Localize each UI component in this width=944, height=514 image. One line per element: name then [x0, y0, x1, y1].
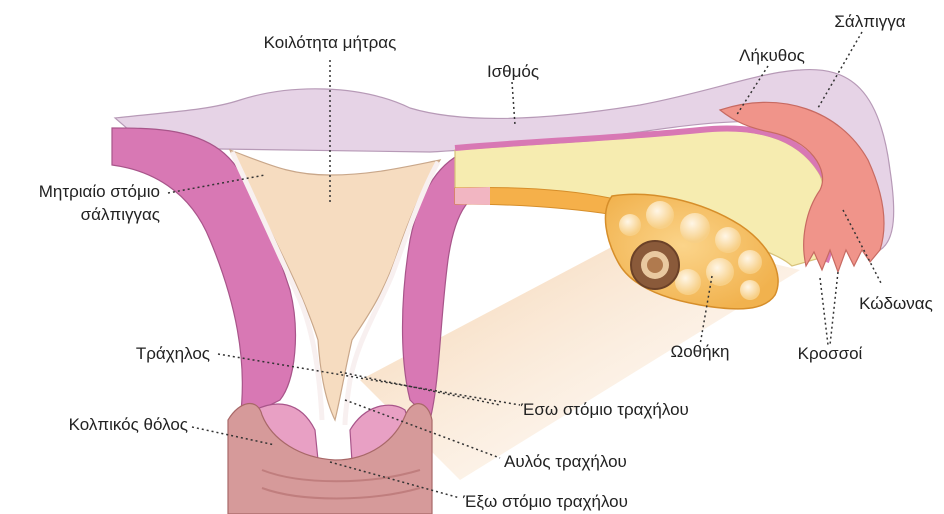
label-tubal-ostium-line2: σάλπιγγας: [0, 205, 160, 225]
follicle: [646, 201, 674, 229]
follicle: [738, 250, 762, 274]
label-internal-os: Έσω στόμιο τραχήλου: [521, 400, 689, 420]
label-fallopian-tube: Σάλπιγγα: [820, 12, 920, 32]
follicle: [675, 269, 701, 295]
leader-fimbriae-1: [820, 278, 828, 345]
ligament-pink: [455, 187, 490, 205]
label-infundibulum: Κώδωνας: [848, 294, 944, 314]
label-isthmus: Ισθμός: [468, 62, 558, 82]
label-fimbriae: Κροσσοί: [780, 344, 880, 364]
follicle: [706, 258, 734, 286]
label-external-os: Έξω στόμιο τραχήλου: [463, 492, 628, 512]
follicle: [715, 227, 741, 253]
label-ovary: Ωοθήκη: [650, 342, 750, 362]
label-cervix: Τράχηλος: [70, 344, 210, 364]
label-tubal-ostium-line1: Μητριαίο στόμιο: [0, 182, 160, 202]
leader-fimbriae-2: [830, 272, 838, 345]
label-ampulla: Λήκυθος: [722, 46, 822, 66]
label-vaginal-fornix: Κολπικός θόλος: [10, 415, 188, 435]
follicle: [740, 280, 760, 300]
label-uterine-cavity: Κοιλότητα μήτρας: [240, 33, 420, 53]
corpus-follicle-core: [647, 257, 663, 273]
follicle: [680, 213, 710, 243]
follicle: [619, 214, 641, 236]
label-cervical-canal: Αυλός τραχήλου: [504, 452, 627, 472]
